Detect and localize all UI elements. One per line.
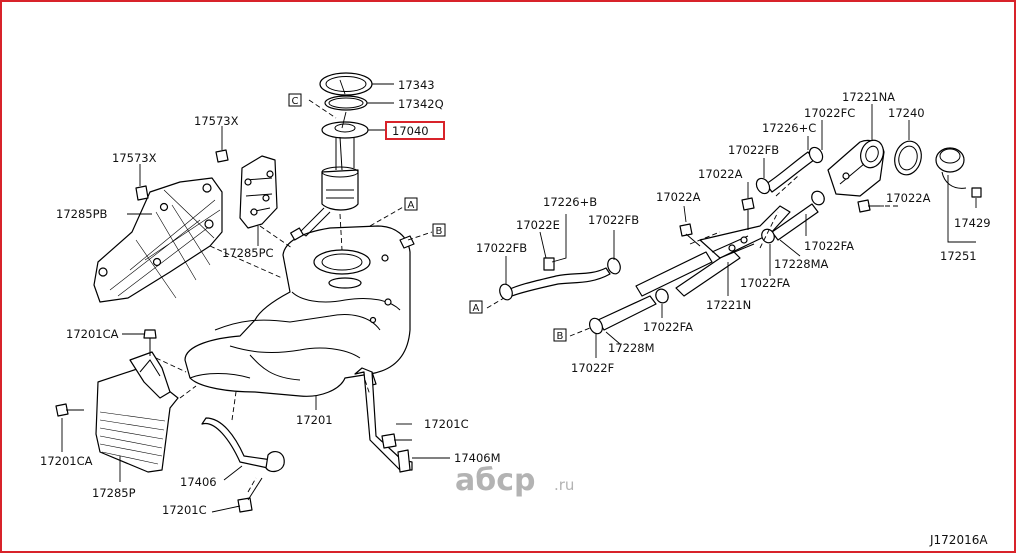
dashed-connectors bbox=[155, 99, 900, 493]
clamp-17022fa-a[interactable] bbox=[809, 189, 826, 207]
label-17228m[interactable]: 17228M bbox=[608, 341, 655, 355]
clip-17573x-a[interactable] bbox=[215, 149, 229, 163]
label-17429[interactable]: 17429 bbox=[954, 216, 991, 230]
part-labels: 17343 17342Q 17040 17573X 17573X 17285PB… bbox=[40, 78, 991, 517]
clamp-17022fa-c[interactable] bbox=[654, 287, 671, 305]
fuel-cap-17251[interactable] bbox=[935, 147, 967, 189]
svg-text:aбсp: aбсp bbox=[455, 463, 535, 498]
fuel-pump-assembly[interactable] bbox=[290, 79, 369, 241]
clamp-17022fc[interactable] bbox=[807, 145, 825, 165]
clip-17573x-b[interactable] bbox=[135, 185, 149, 201]
fuel-pump-lock-ring[interactable] bbox=[319, 72, 373, 96]
svg-text:A: A bbox=[473, 303, 480, 314]
label-17406[interactable]: 17406 bbox=[180, 475, 217, 489]
label-17201ca-top[interactable]: 17201CA bbox=[66, 327, 119, 341]
tank-strap[interactable] bbox=[201, 417, 285, 473]
clamp-17022fb-mid[interactable] bbox=[606, 256, 623, 275]
label-17201c-bottom[interactable]: 17201C bbox=[162, 503, 207, 517]
diagram-id: J172016A bbox=[929, 533, 988, 547]
label-17022a-c[interactable]: 17022A bbox=[886, 191, 931, 205]
label-17022fb-mid[interactable]: 17022FB bbox=[588, 213, 639, 227]
clip-17429[interactable] bbox=[971, 187, 982, 198]
highlight-box-17040 bbox=[385, 121, 445, 140]
label-17022fa-c[interactable]: 17022FA bbox=[643, 320, 693, 334]
clamp-17022fb-left[interactable] bbox=[498, 282, 515, 301]
label-17221na[interactable]: 17221NA bbox=[842, 90, 895, 104]
bolt-17022a-a[interactable] bbox=[741, 197, 755, 230]
label-17022fb-left[interactable]: 17022FB bbox=[476, 241, 527, 255]
clip-17022e[interactable] bbox=[543, 257, 555, 271]
fuel-pump-gasket[interactable] bbox=[324, 95, 368, 111]
clamp-17022fb-top[interactable] bbox=[754, 176, 772, 196]
bolt-17201ca-left[interactable] bbox=[55, 403, 84, 417]
svg-text:B: B bbox=[557, 331, 564, 342]
label-17022a-b[interactable]: 17022A bbox=[656, 190, 701, 204]
filler-hose-17226b[interactable] bbox=[507, 267, 611, 297]
label-17022e[interactable]: 17022E bbox=[516, 218, 560, 232]
label-17228ma[interactable]: 17228MA bbox=[774, 257, 829, 271]
watermark: aбсp .ru bbox=[455, 463, 574, 498]
label-17226c[interactable]: 17226+C bbox=[762, 121, 816, 135]
label-17285pb[interactable]: 17285PB bbox=[56, 207, 108, 221]
label-17226b[interactable]: 17226+B bbox=[543, 195, 597, 209]
label-17221n[interactable]: 17221N bbox=[706, 298, 751, 312]
vent-hose-17226c[interactable] bbox=[765, 151, 815, 193]
bolt-17201c-right[interactable] bbox=[381, 433, 412, 449]
ref-box-b-top: B bbox=[432, 223, 446, 237]
label-17343[interactable]: 17343 bbox=[398, 78, 435, 92]
tank-strap-m[interactable] bbox=[354, 367, 413, 473]
label-17342q[interactable]: 17342Q bbox=[398, 97, 444, 111]
hose-17228ma[interactable] bbox=[771, 203, 819, 241]
label-17201ca-left[interactable]: 17201CA bbox=[40, 454, 93, 468]
filler-tube-17221n[interactable] bbox=[635, 205, 791, 297]
label-17573x-a[interactable]: 17573X bbox=[194, 114, 239, 128]
svg-text:C: C bbox=[292, 96, 299, 107]
ref-box-c: C bbox=[288, 93, 302, 107]
label-17573x-b[interactable]: 17573X bbox=[112, 151, 157, 165]
bolt-17022a-b[interactable] bbox=[679, 223, 701, 247]
bolt-17201ca-top[interactable] bbox=[143, 329, 157, 356]
fuel-tank[interactable] bbox=[184, 225, 415, 397]
tank-protector[interactable] bbox=[95, 351, 179, 473]
filler-gasket-17240[interactable] bbox=[891, 138, 925, 178]
label-17022fa-b[interactable]: 17022FA bbox=[740, 276, 790, 290]
label-17022fb-top[interactable]: 17022FB bbox=[728, 143, 779, 157]
ref-box-a-top: A bbox=[404, 197, 418, 211]
svg-text:.ru: .ru bbox=[554, 476, 574, 494]
svg-text:A: A bbox=[408, 200, 415, 211]
label-17022fa-a[interactable]: 17022FA bbox=[804, 239, 854, 253]
label-17022f[interactable]: 17022F bbox=[571, 361, 614, 375]
bolt-17201c-bottom[interactable] bbox=[237, 477, 263, 513]
heat-shield-pb[interactable] bbox=[93, 177, 223, 303]
clamp-17022f[interactable] bbox=[587, 316, 605, 336]
leader-lines bbox=[61, 83, 977, 513]
ref-box-a-right: A bbox=[469, 300, 483, 314]
label-17022a-a[interactable]: 17022A bbox=[698, 167, 743, 181]
label-17040[interactable]: 17040 bbox=[392, 124, 429, 138]
filler-neck-17221na[interactable] bbox=[827, 137, 887, 197]
svg-text:B: B bbox=[436, 226, 443, 237]
clamp-17022fa-b[interactable] bbox=[759, 227, 776, 245]
label-17240[interactable]: 17240 bbox=[888, 106, 925, 120]
label-17251[interactable]: 17251 bbox=[940, 249, 977, 263]
label-17022fc[interactable]: 17022FC bbox=[804, 106, 855, 120]
label-17285p[interactable]: 17285P bbox=[92, 486, 136, 500]
label-17285pc[interactable]: 17285PC bbox=[222, 246, 274, 260]
label-17201c-right[interactable]: 17201C bbox=[424, 417, 469, 431]
ref-box-b-right: B bbox=[553, 328, 567, 342]
heat-shield-pc[interactable] bbox=[239, 155, 278, 229]
label-17406m[interactable]: 17406M bbox=[454, 451, 501, 465]
label-17201[interactable]: 17201 bbox=[296, 413, 333, 427]
